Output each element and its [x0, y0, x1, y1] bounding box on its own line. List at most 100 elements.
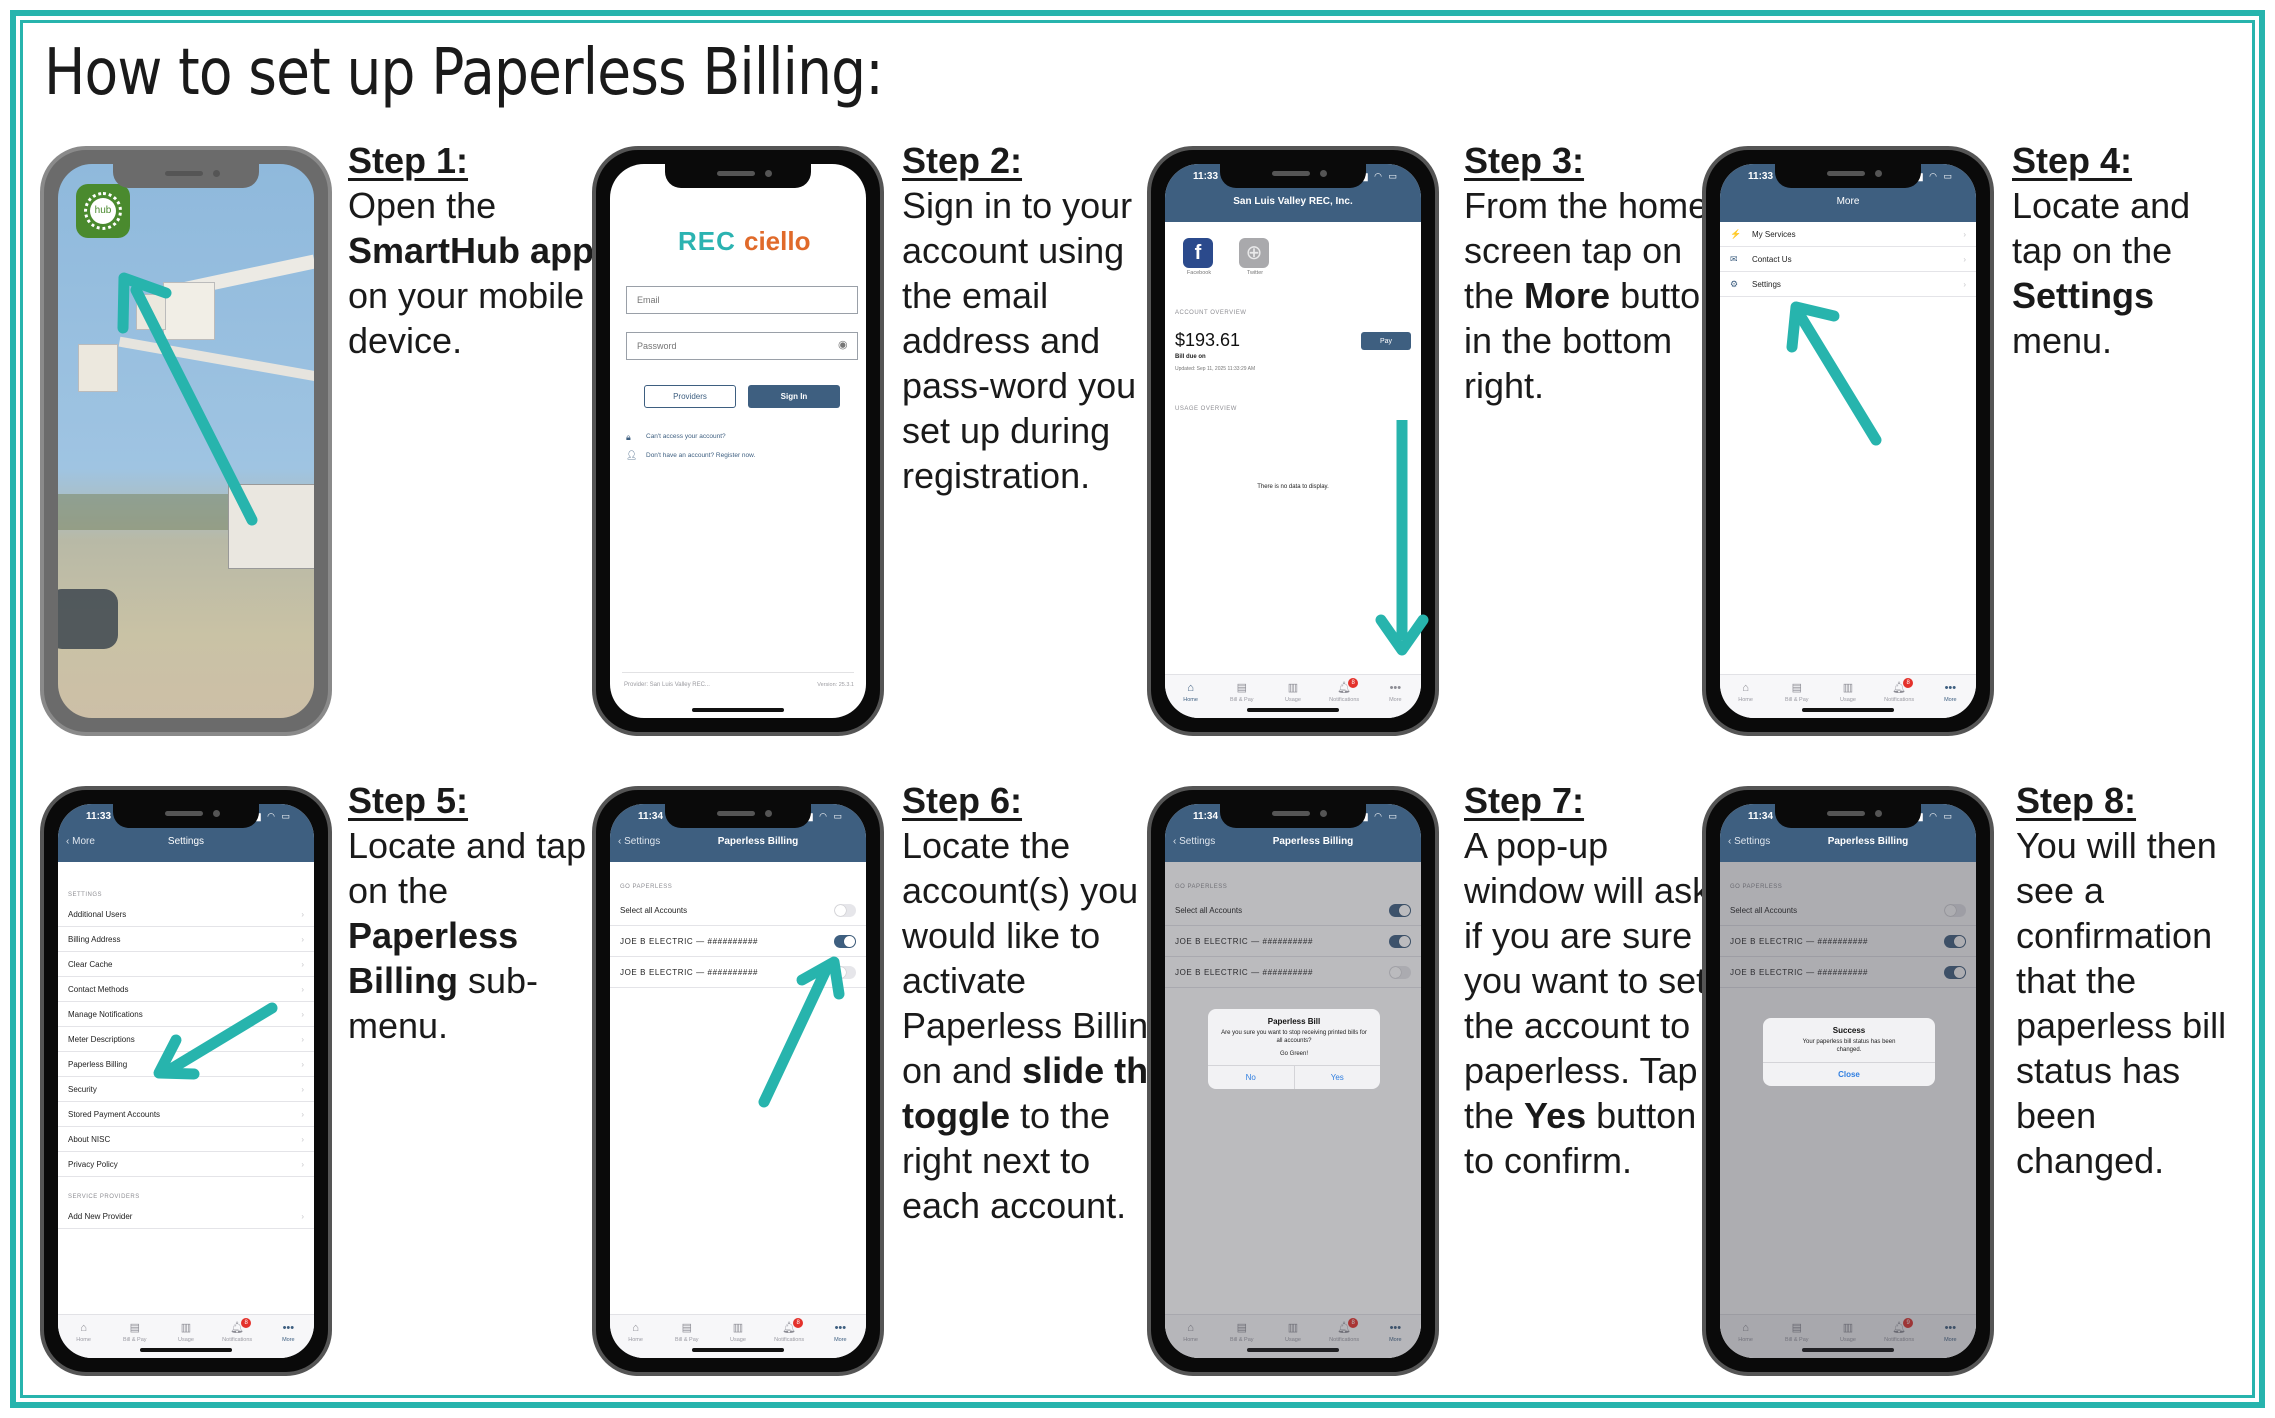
tab-usage[interactable]: ▥Usage — [1840, 682, 1856, 703]
back-button[interactable]: ‹ Settings — [1173, 836, 1216, 847]
tab-usage[interactable]: ▥Usage — [178, 1322, 194, 1343]
select-all-accounts-toggle[interactable] — [834, 903, 856, 917]
facebook-link[interactable]: f Facebook — [1183, 238, 1215, 276]
password-input[interactable] — [626, 332, 858, 360]
tab-more[interactable]: •••More — [1944, 1322, 1957, 1343]
tab-bill-pay[interactable]: ▤Bill & Pay — [1785, 682, 1809, 703]
dialog-title: Success — [1832, 1026, 1866, 1035]
chevron-right-icon: › — [301, 1059, 304, 1069]
settings-item-manage-notifications[interactable]: Manage Notifications› — [58, 1002, 314, 1027]
settings-item-billing-address[interactable]: Billing Address› — [58, 927, 314, 952]
yes-button[interactable]: Yes — [1293, 1066, 1381, 1089]
settings-item-security[interactable]: Security› — [58, 1077, 314, 1102]
tab-home[interactable]: ⌂Home — [1738, 682, 1753, 703]
chevron-right-icon: › — [301, 909, 304, 919]
tab-usage[interactable]: ▥Usage — [730, 1322, 746, 1343]
tab-home[interactable]: ⌂Home — [76, 1322, 91, 1343]
settings-item-additional-users[interactable]: Additional Users› — [58, 902, 314, 927]
tab-bill-pay[interactable]: ▤Bill & Pay — [1230, 682, 1254, 703]
chevron-right-icon: › — [301, 1009, 304, 1019]
back-button[interactable]: ‹ Settings — [618, 836, 661, 847]
tab-more[interactable]: •••More — [1944, 682, 1957, 703]
status-time: 11:33 — [1748, 171, 1774, 182]
ciello-logo: ciello — [744, 226, 811, 256]
balance-amount: $193.61 — [1175, 330, 1241, 350]
select-all-accounts-toggle[interactable] — [1944, 903, 1966, 917]
tab-bill-pay[interactable]: ▤Bill & Pay — [675, 1322, 699, 1343]
add-new-provider-item[interactable]: Add New Provider› — [58, 1204, 314, 1229]
cant-access-link[interactable]: Can't access your account? — [646, 433, 726, 440]
home-icon: ⌂ — [1187, 1322, 1194, 1334]
bill-icon: ▤ — [1791, 1322, 1802, 1334]
settings-item-paperless-billing[interactable]: Paperless Billing› — [58, 1052, 314, 1077]
tab-bill-pay[interactable]: ▤Bill & Pay — [1785, 1322, 1809, 1343]
menu-item-contact-us[interactable]: ✉ Contact Us› — [1720, 247, 1976, 272]
close-button[interactable]: Close — [1838, 1070, 1860, 1079]
account-1-toggle[interactable] — [1389, 934, 1411, 948]
smarthub-app-icon[interactable]: hub — [76, 184, 130, 238]
account-row-1: JOE B ELECTRIC — ########## — [1720, 926, 1976, 957]
providers-button[interactable]: Providers — [644, 385, 736, 408]
tab-home[interactable]: ⌂Home — [1738, 1322, 1753, 1343]
tab-more[interactable]: •••More — [1389, 1322, 1402, 1343]
settings-item-clear-cache[interactable]: Clear Cache› — [58, 952, 314, 977]
account-2-toggle[interactable] — [834, 965, 856, 979]
tab-home[interactable]: ⌂Home — [628, 1322, 643, 1343]
tab-usage[interactable]: ▥Usage — [1840, 1322, 1856, 1343]
provider-footer[interactable]: Provider: San Luis Valley REC... — [624, 682, 710, 688]
bell-icon: 🔔︎ — [1337, 1322, 1352, 1334]
tab-usage[interactable]: ▥Usage — [1285, 682, 1301, 703]
tab-home[interactable]: ⌂Home — [1183, 1322, 1198, 1343]
account-2-toggle[interactable] — [1944, 965, 1966, 979]
settings-item-privacy-policy[interactable]: Privacy Policy› — [58, 1152, 314, 1177]
account-1-toggle[interactable] — [1944, 934, 1966, 948]
tab-home[interactable]: ⌂Home — [1183, 682, 1198, 703]
tab-more[interactable]: •••More — [282, 1322, 295, 1343]
show-password-eye-icon[interactable]: ◉ — [838, 339, 848, 351]
settings-item-stored-payment-accounts[interactable]: Stored Payment Accounts› — [58, 1102, 314, 1127]
register-link[interactable]: Don't have an account? Register now. — [646, 452, 756, 459]
tab-bill-pay[interactable]: ▤Bill & Pay — [123, 1322, 147, 1343]
pay-button[interactable]: Pay — [1361, 332, 1411, 350]
account-1-toggle[interactable] — [834, 934, 856, 948]
tab-bill-pay[interactable]: ▤Bill & Pay — [1230, 1322, 1254, 1343]
chevron-right-icon: › — [301, 1034, 304, 1044]
tab-more[interactable]: •••More — [834, 1322, 847, 1343]
no-button[interactable]: No — [1245, 1073, 1256, 1082]
account-2-toggle[interactable] — [1389, 965, 1411, 979]
dialog-go-green: Go Green! — [1279, 1051, 1308, 1057]
back-button[interactable]: ‹ Settings — [1728, 836, 1771, 847]
settings-item-meter-descriptions[interactable]: Meter Descriptions› — [58, 1027, 314, 1052]
step-2-caption: Step 2:Sign in to your account using the… — [902, 138, 1172, 498]
step-label: Step 7: — [1464, 780, 1585, 821]
chevron-right-icon: › — [301, 934, 304, 944]
step-label: Step 6: — [902, 780, 1023, 821]
menu-item-settings[interactable]: ⚙ Settings› — [1720, 272, 1976, 297]
signin-button[interactable]: Sign In — [748, 385, 840, 408]
phone-step-1: hub — [40, 146, 332, 736]
back-button[interactable]: ‹ More — [66, 836, 95, 847]
step-label: Step 4: — [2012, 140, 2133, 181]
bell-icon: 🔔︎ — [1892, 1322, 1907, 1334]
tab-more[interactable]: •••More — [1389, 682, 1402, 703]
settings-item-contact-methods[interactable]: Contact Methods› — [58, 977, 314, 1002]
outer-border — [10, 10, 2265, 1408]
twitter-link[interactable]: ⊕ Twitter — [1239, 238, 1271, 276]
usage-chart-area: There is no data to display. — [1165, 418, 1421, 561]
tab-usage[interactable]: ▥Usage — [1285, 1322, 1301, 1343]
usage-chart-icon: ▥ — [1842, 1322, 1854, 1334]
status-time: 11:34 — [638, 811, 664, 822]
header-title: More — [1836, 196, 1860, 207]
menu-item-my-services[interactable]: ⚡ My Services› — [1720, 222, 1976, 247]
select-all-accounts-toggle[interactable] — [1389, 903, 1411, 917]
settings-item-about-nisc[interactable]: About NISC› — [58, 1127, 314, 1152]
email-input[interactable] — [626, 286, 858, 314]
phone-step-2: REC ciello ◉ Providers Sign In 🔒︎ Can't … — [592, 146, 884, 736]
